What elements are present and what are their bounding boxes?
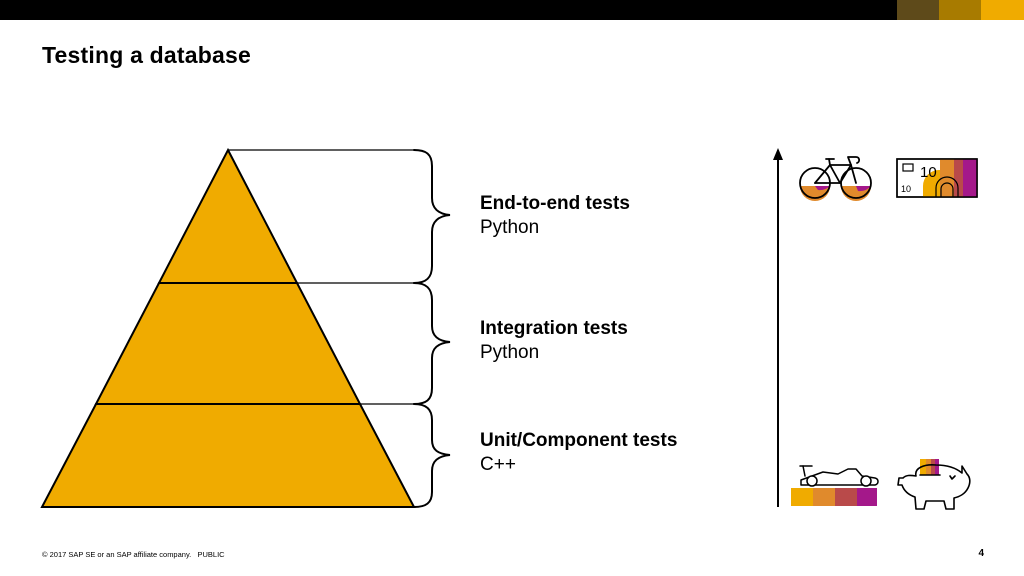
top-bar-block-dark [897,0,939,20]
piggy-bank-icon [897,459,971,510]
banknote-value-large: 10 [920,164,937,181]
banknote-icon [896,158,978,198]
copyright-text: © 2017 SAP SE or an SAP affiliate compan… [42,550,192,559]
banknote-value-small: 10 [901,184,911,194]
pyramid-layer-integration [94,282,362,405]
layer-language: Python [480,217,540,238]
layer-language: Python [480,342,540,363]
top-bar-block-mid [939,0,981,20]
brace-integration [413,282,451,405]
brace-end-to-end [413,149,451,284]
layer-language: C++ [480,454,516,475]
scale-arrow [773,148,783,507]
pyramid-layer-end-to-end [157,147,299,284]
bicycle-icon [799,156,872,201]
race-car-icon [791,465,879,506]
top-bar-block-light [981,0,1024,20]
pyramid-layer-unit [40,403,416,508]
brace-unit [413,403,451,508]
layer-title: End-to-end tests [480,193,630,214]
layer-title: Integration tests [480,318,628,339]
curly-braces [413,149,451,508]
layer-label-integration: Integration tests Python [480,317,628,365]
layer-title: Unit/Component tests [480,430,678,451]
test-pyramid [40,147,416,508]
top-bar [0,0,1024,20]
layer-label-unit: Unit/Component tests C++ [480,429,677,477]
bracket-connectors [228,149,414,405]
layer-label-end-to-end: End-to-end tests Python [480,192,630,240]
footer: © 2017 SAP SE or an SAP affiliate compan… [42,550,225,559]
classification-label: PUBLIC [197,550,225,559]
page-number: 4 [978,548,984,559]
page-title: Testing a database [42,42,251,68]
